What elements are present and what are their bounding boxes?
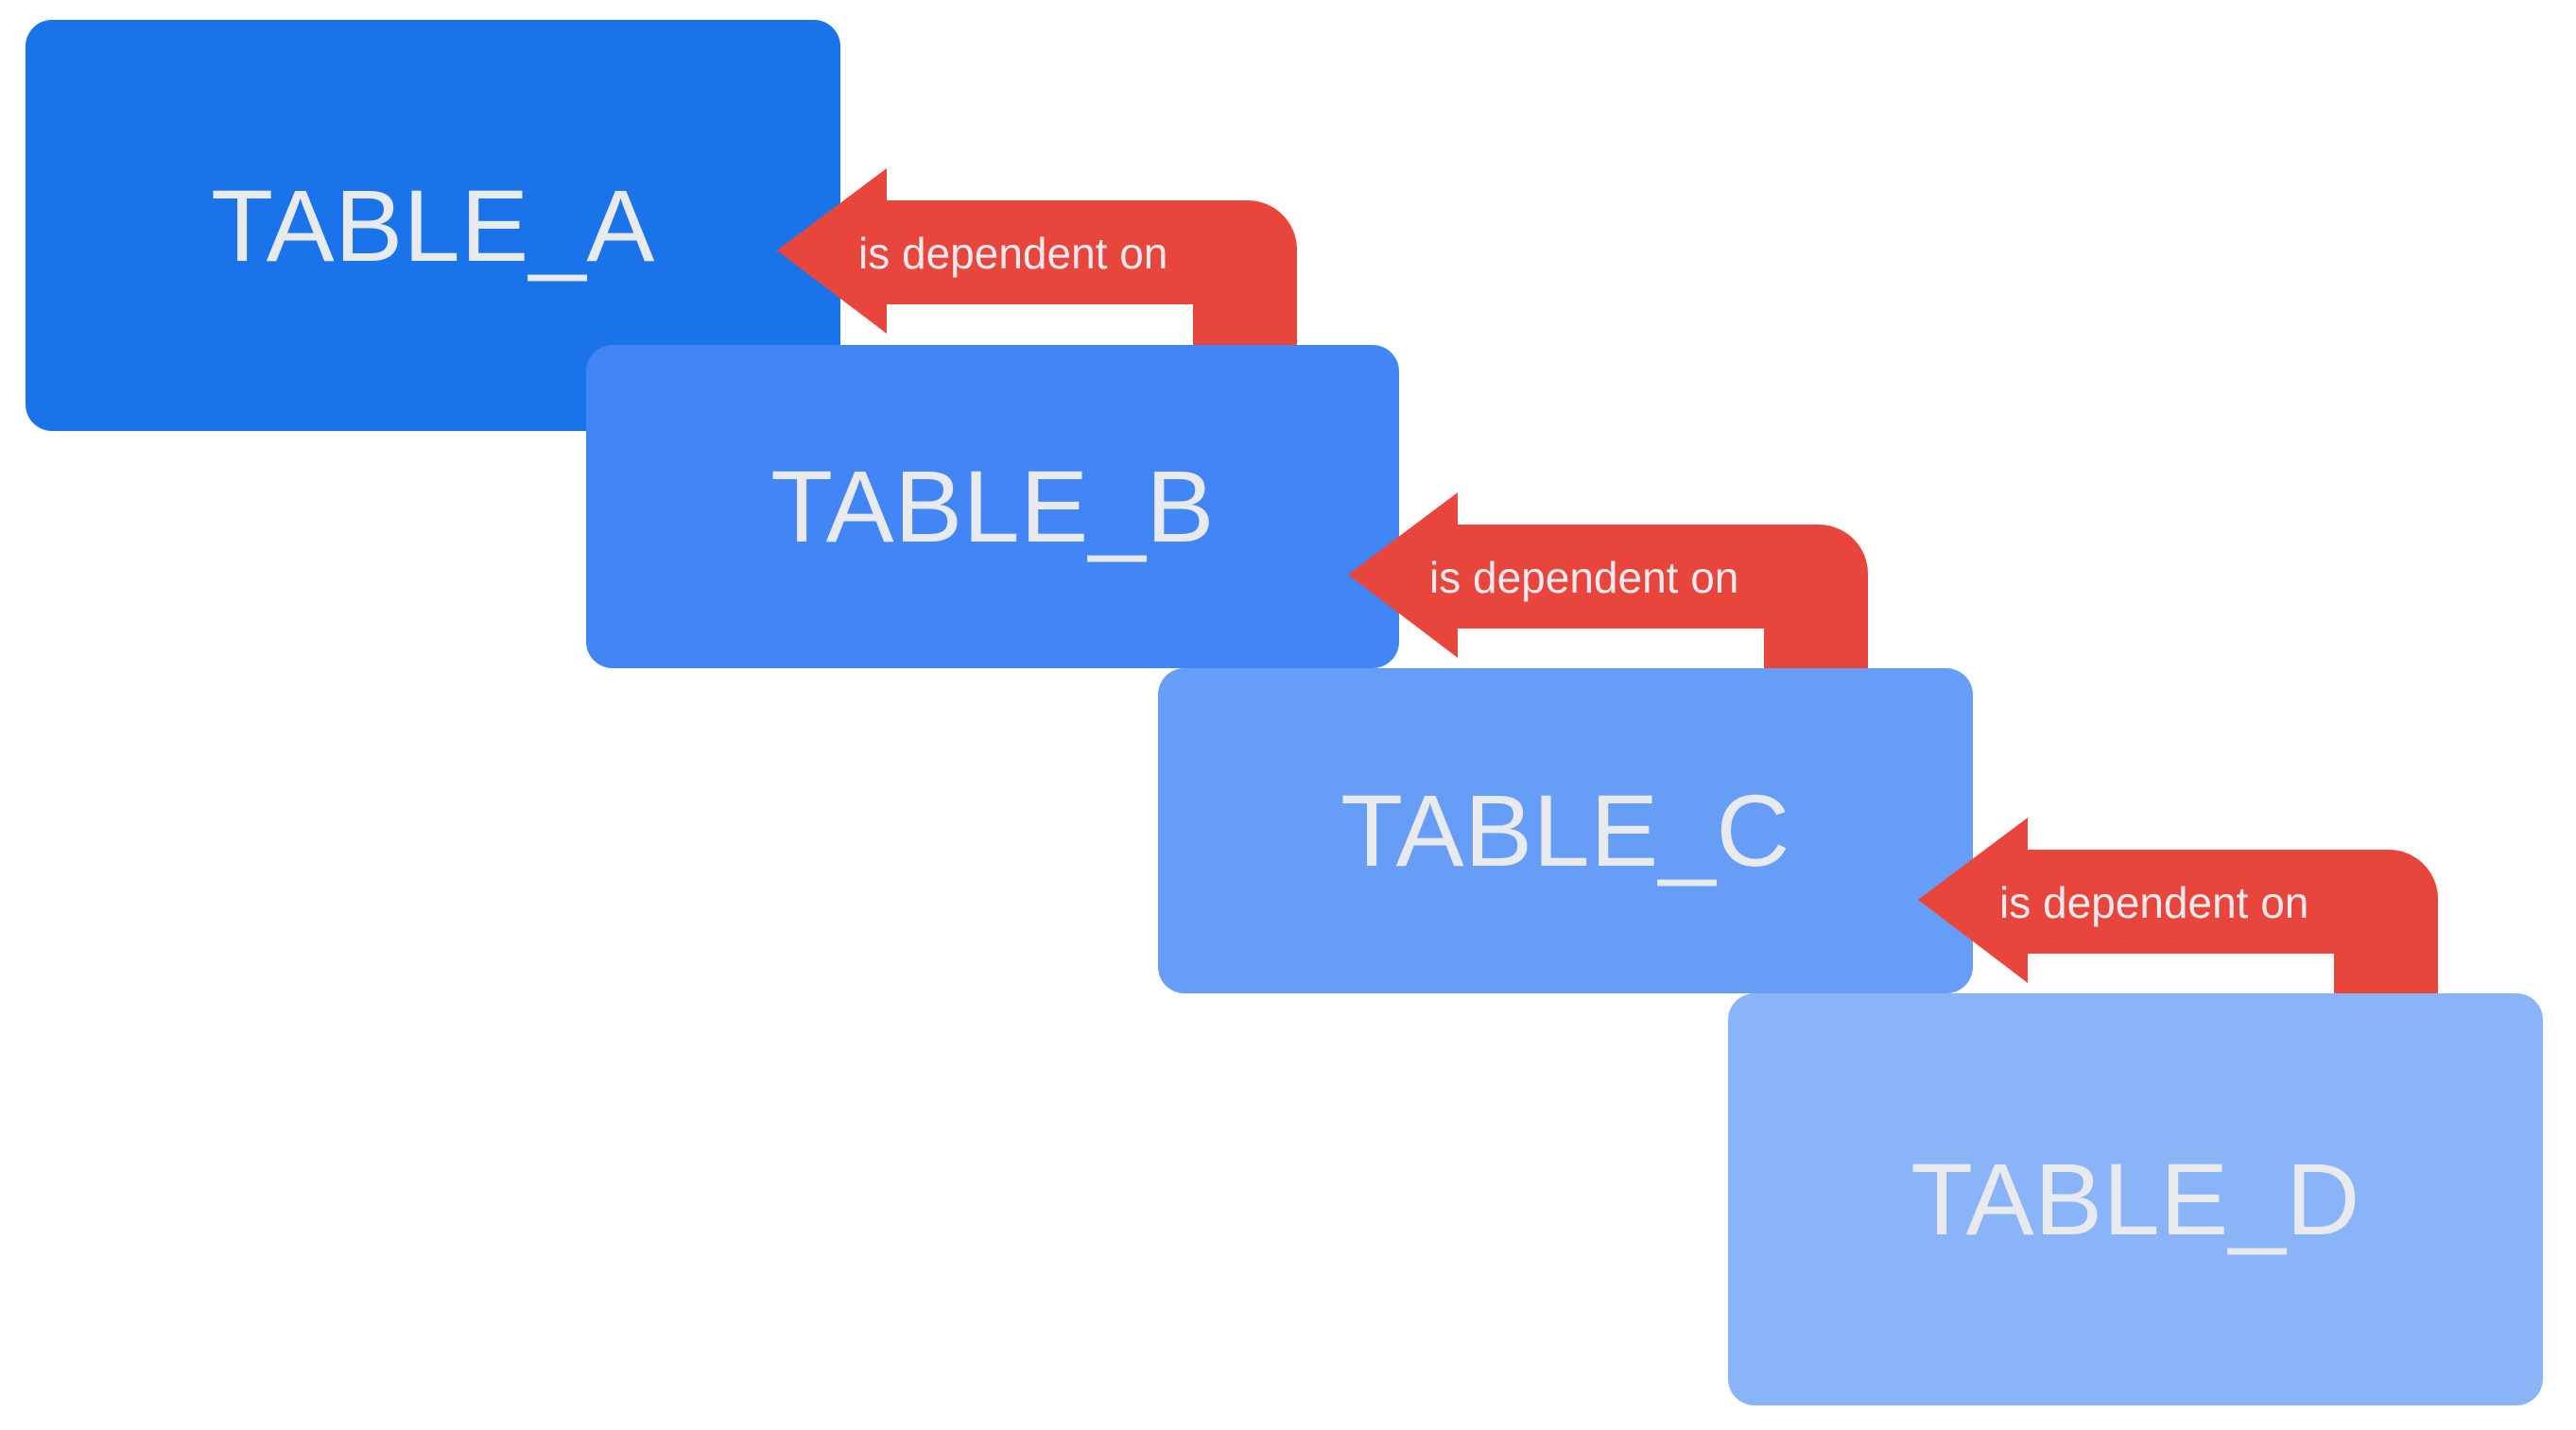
node-table-c[interactable]: TABLE_C bbox=[1158, 668, 1973, 993]
node-table-d[interactable]: TABLE_D bbox=[1728, 993, 2543, 1405]
node-table-a[interactable]: TABLE_A bbox=[26, 20, 840, 431]
node-table-b[interactable]: TABLE_B bbox=[586, 345, 1399, 668]
edge-label-c-d: is dependent on bbox=[1999, 878, 2309, 927]
node-label-table-c: TABLE_C bbox=[1340, 773, 1790, 887]
edge-label-b-c: is dependent on bbox=[1429, 553, 1739, 602]
edge-label-a-b: is dependent on bbox=[858, 229, 1168, 278]
node-label-table-a: TABLE_A bbox=[211, 167, 655, 283]
node-label-table-b: TABLE_B bbox=[770, 449, 1215, 563]
node-label-table-d: TABLE_D bbox=[1910, 1142, 2360, 1256]
